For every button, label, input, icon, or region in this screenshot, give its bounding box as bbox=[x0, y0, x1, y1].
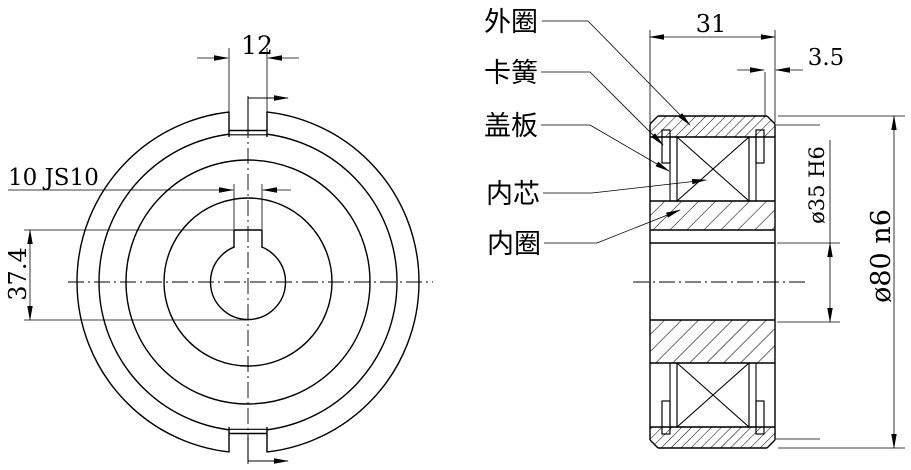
section-view: 31 3.5 ø35 H6 ø80 n6 外圈 bbox=[484, 7, 905, 449]
dim-groove-offset: 3.5 bbox=[737, 45, 844, 117]
dim-width: 31 bbox=[649, 10, 776, 123]
dim-keyway-label: 10 JS10 bbox=[8, 165, 99, 191]
leader-inner-core bbox=[543, 178, 707, 194]
outer-ring-section-bottom bbox=[650, 427, 775, 448]
dim-keyway-depth: 37.4 bbox=[4, 229, 249, 321]
inner-ring-section-top bbox=[650, 201, 775, 230]
front-view: 12 10 JS10 37.4 bbox=[4, 31, 433, 464]
section-arrow-bottom bbox=[247, 437, 289, 464]
label-inner-core: 内芯 bbox=[486, 179, 540, 210]
dim-keyway-depth-label: 37.4 bbox=[4, 247, 32, 300]
dim-bore: ø35 H6 bbox=[777, 140, 840, 323]
dim-slot-width: 12 bbox=[197, 31, 299, 112]
dim-groove-offset-label: 3.5 bbox=[808, 45, 845, 71]
part-labels: 外圈 卡簧 盖板 内芯 内圈 bbox=[484, 7, 707, 260]
leader-outer-ring bbox=[542, 20, 691, 126]
inner-ring-section-bottom bbox=[650, 320, 775, 363]
label-inner-ring: 内圈 bbox=[487, 229, 541, 260]
dim-slot-width-label: 12 bbox=[241, 31, 273, 60]
dim-keyway-width: 10 JS10 bbox=[8, 165, 291, 229]
leader-snap-ring bbox=[541, 71, 664, 146]
label-snap-ring: 卡簧 bbox=[484, 58, 538, 89]
label-cover-plate: 盖板 bbox=[484, 111, 538, 142]
section-arrow-top bbox=[247, 95, 289, 134]
label-outer-ring: 外圈 bbox=[484, 7, 538, 38]
leader-inner-ring bbox=[544, 209, 681, 244]
dim-bore-label: ø35 H6 bbox=[805, 146, 829, 224]
leader-cover-plate bbox=[541, 124, 670, 172]
dim-outer-diameter: ø80 n6 bbox=[776, 115, 905, 449]
dim-width-label: 31 bbox=[696, 10, 727, 38]
inner-core-boxes bbox=[676, 136, 750, 428]
dim-outer-diameter-label: ø80 n6 bbox=[866, 209, 897, 303]
